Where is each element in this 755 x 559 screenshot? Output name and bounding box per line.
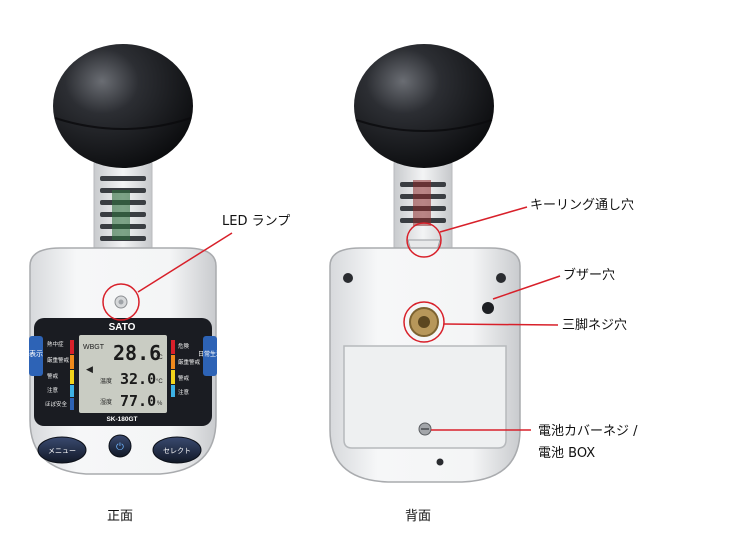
svg-text:注意: 注意 xyxy=(47,386,59,394)
select-button[interactable] xyxy=(152,436,202,464)
menu-button[interactable] xyxy=(37,436,87,464)
svg-text:厳重警戒: 厳重警戒 xyxy=(178,358,201,366)
tripod-callout-circle xyxy=(403,301,445,343)
left-scale: 熱中症 厳重警戒 警戒 注意 ほぼ安全 xyxy=(45,340,70,408)
lcd-wbgt-label: WBGT xyxy=(83,344,105,351)
lcd-humidity-label: 湿度 xyxy=(100,398,112,406)
lcd-temp-value: 32.0 xyxy=(120,370,156,388)
led-callout-circle xyxy=(102,283,140,321)
callout-battery-line2: 電池 BOX xyxy=(538,446,595,461)
power-button[interactable] xyxy=(108,434,132,458)
svg-text:警戒: 警戒 xyxy=(47,372,59,380)
lcd-humidity-value: 77.0 xyxy=(120,392,156,410)
svg-text:注意: 注意 xyxy=(178,388,190,396)
back-globe-sensor xyxy=(354,44,494,168)
callout-battery-line1: 電池カバーネジ / xyxy=(538,424,638,439)
brand-logo: SATO xyxy=(109,322,136,333)
lcd-humidity-unit: % xyxy=(157,401,163,407)
buzzer-hole xyxy=(482,302,494,314)
battery-cover xyxy=(343,345,507,449)
lcd-wbgt-unit: °C xyxy=(156,355,163,361)
callout-tripod: 三脚ネジ穴 xyxy=(562,317,627,333)
power-icon: ⏻ xyxy=(116,442,124,453)
svg-text:ほぼ安全: ほぼ安全 xyxy=(45,400,68,408)
keyring-callout-circle xyxy=(406,222,442,258)
menu-button-label: メニュー xyxy=(48,448,76,455)
caption-front: 正面 xyxy=(107,509,133,524)
left-side-label: 表示 xyxy=(29,349,43,358)
lcd-wbgt-value: 28.6 xyxy=(113,341,161,365)
lcd-screen xyxy=(79,335,167,413)
right-side-label: 日常生活 xyxy=(198,350,222,358)
svg-text:危険: 危険 xyxy=(178,342,190,350)
callout-led: LED ランプ xyxy=(222,214,290,229)
back-device xyxy=(329,44,521,483)
callout-keyring: キーリング通し穴 xyxy=(530,198,634,213)
black-globe-sensor xyxy=(53,44,193,168)
model-label: SK-180GT xyxy=(106,416,137,423)
lcd-temp-label: 温度 xyxy=(100,377,112,385)
speaker-icon: ◀ xyxy=(86,365,93,375)
lcd-temp-unit: °C xyxy=(156,379,163,385)
front-device: 表示 日常生活 SATO WBGT 28.6 °C ◀ 温度 32.0 °C 湿… xyxy=(29,44,222,475)
select-button-label: セレクト xyxy=(163,447,191,455)
caption-back: 背面 xyxy=(405,509,431,524)
svg-text:熱中症: 熱中症 xyxy=(47,340,64,348)
callout-buzzer: ブザー穴 xyxy=(563,267,615,283)
svg-text:厳重警戒: 厳重警戒 xyxy=(47,356,70,364)
right-scale: 危険 厳重警戒 警戒 注意 xyxy=(178,342,201,396)
svg-text:警戒: 警戒 xyxy=(178,374,190,382)
led-callout-line xyxy=(137,232,233,293)
